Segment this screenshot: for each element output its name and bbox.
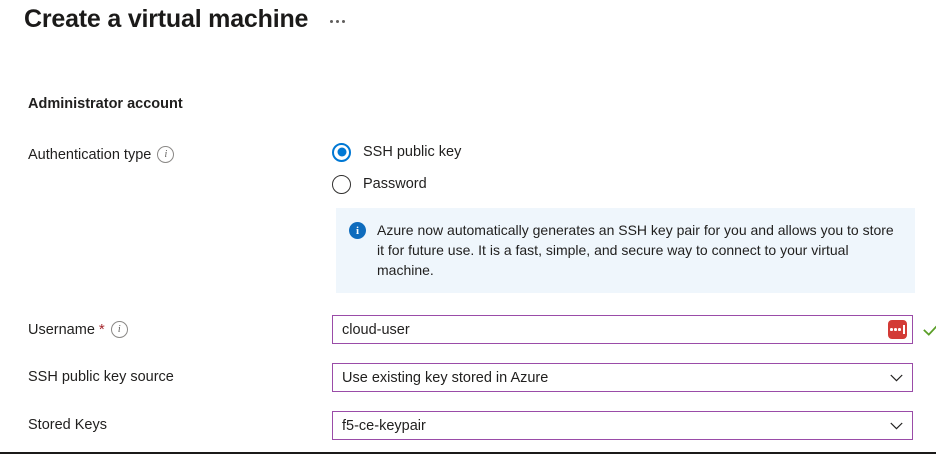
authentication-type-label: Authentication type i — [28, 146, 175, 163]
username-field-wrap — [332, 315, 936, 344]
ssh-public-key-source-field-wrap: Use existing key stored in Azure — [332, 363, 913, 392]
page-header: Create a virtual machine — [24, 2, 349, 36]
lastpass-dot — [894, 328, 897, 331]
radio-option-password[interactable]: Password — [332, 170, 461, 198]
radio-mark-selected-icon[interactable] — [332, 142, 351, 162]
info-circle-icon[interactable]: i — [110, 321, 128, 338]
stored-keys-value: f5-ce-keypair — [342, 417, 426, 434]
ssh-public-key-source-value: Use existing key stored in Azure — [342, 369, 549, 386]
username-label-text: Username — [28, 321, 95, 338]
page-title: Create a virtual machine — [24, 5, 309, 33]
ellipsis-dot — [336, 19, 340, 23]
radio-label-ssh-public-key: SSH public key — [363, 144, 462, 160]
ssh-key-info-banner: i Azure now automatically generates an S… — [336, 208, 915, 293]
stored-keys-field-wrap: f5-ce-keypair — [332, 411, 913, 440]
stored-keys-label-text: Stored Keys — [28, 417, 107, 433]
radio-label-password: Password — [363, 176, 427, 192]
radio-mark-unselected-icon[interactable] — [332, 174, 351, 194]
username-input-container[interactable] — [332, 315, 913, 344]
radio-option-ssh-public-key[interactable]: SSH public key — [332, 138, 461, 166]
stored-keys-label: Stored Keys — [28, 417, 107, 433]
lastpass-dot — [890, 328, 893, 331]
info-banner-text: Azure now automatically generates an SSH… — [377, 222, 894, 278]
authentication-type-label-text: Authentication type — [28, 146, 152, 163]
stored-keys-dropdown[interactable]: f5-ce-keypair — [332, 411, 913, 440]
required-asterisk: * — [98, 321, 105, 338]
lastpass-dot — [898, 328, 901, 331]
ssh-public-key-source-label: SSH public key source — [28, 369, 174, 385]
bottom-divider — [0, 452, 936, 454]
ellipsis-horizontal-icon[interactable] — [326, 14, 349, 29]
ellipsis-dot — [330, 19, 334, 23]
ssh-public-key-source-dropdown[interactable]: Use existing key stored in Azure — [332, 363, 913, 392]
authentication-type-radio-group[interactable]: SSH public key Password — [332, 138, 461, 198]
info-circle-icon[interactable]: i — [157, 146, 175, 163]
username-label: Username * i — [28, 321, 128, 338]
section-heading-administrator-account: Administrator account — [28, 96, 183, 112]
username-input[interactable] — [342, 321, 888, 338]
green-check-icon — [923, 325, 936, 336]
ssh-public-key-source-label-text: SSH public key source — [28, 369, 174, 385]
chevron-down-icon[interactable] — [890, 374, 903, 382]
lastpass-cursor-bar — [903, 325, 905, 334]
info-filled-icon: i — [349, 222, 366, 239]
lastpass-badge-icon[interactable] — [888, 320, 907, 339]
ellipsis-dot — [342, 19, 346, 23]
chevron-down-icon[interactable] — [890, 422, 903, 430]
